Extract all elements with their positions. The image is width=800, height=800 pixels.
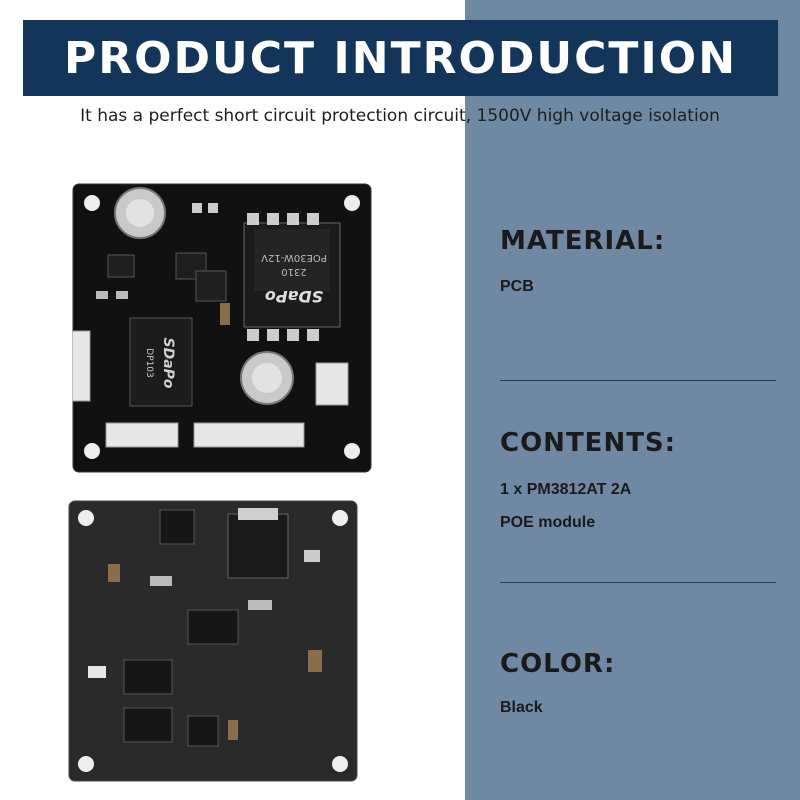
divider-2 [500,582,776,583]
contents-value-line2: POE module [500,514,596,531]
pcb-top-image: POE30W-12V 2310 SDaPo SDaPo DP103 [72,183,372,473]
color-value: Black [500,699,543,716]
chip-label: DP103 [144,348,154,378]
material-value: PCB [500,278,534,295]
right-panel [465,0,800,800]
pcb-bottom-image [68,500,358,782]
contents-label: CONTENTS: [500,428,677,458]
color-label: COLOR: [500,649,616,679]
page-title: PRODUCT INTRODUCTION [63,32,738,84]
chip-brand: SDaPo [160,337,176,388]
material-label: MATERIAL: [500,226,666,256]
header-bar: PRODUCT INTRODUCTION [23,20,778,96]
transformer-code: 2310 [281,266,306,277]
contents-value-line1: 1 x PM3812AT 2A [500,481,632,498]
transformer-label: POE30W-12V [261,252,327,263]
subtitle: It has a perfect short circuit protectio… [80,106,720,126]
transformer-brand: SDaPo [265,287,323,306]
divider-1 [500,380,776,381]
